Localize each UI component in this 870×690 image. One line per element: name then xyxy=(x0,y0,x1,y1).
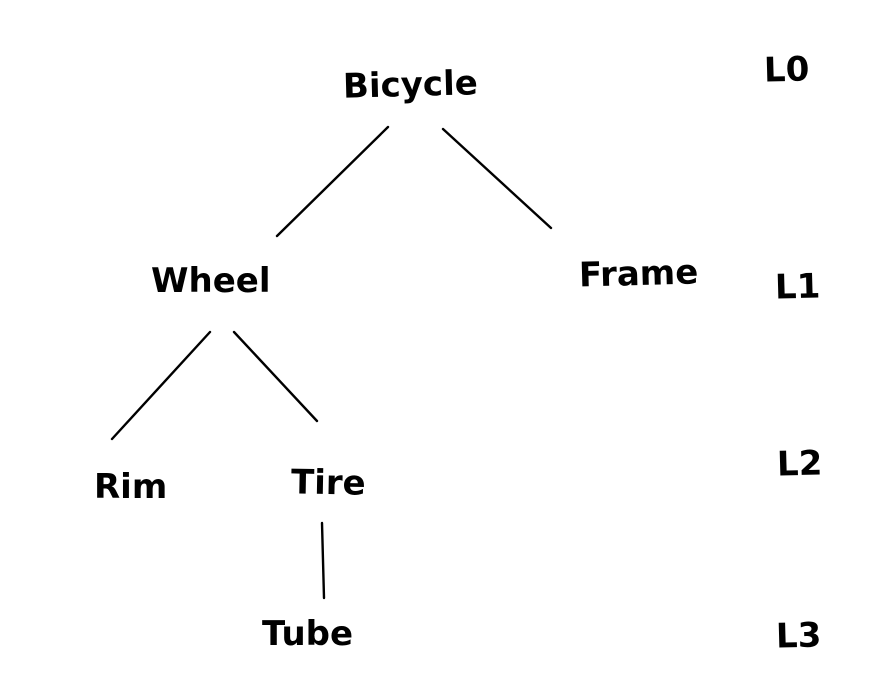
level-label-l3: L3 xyxy=(775,615,822,657)
node-wheel: Wheel xyxy=(151,261,271,301)
level-label-l2: L2 xyxy=(776,443,823,485)
node-tire: Tire xyxy=(290,462,367,504)
level-label-l1: L1 xyxy=(774,266,821,308)
edge-wheel-rim xyxy=(110,330,212,441)
edge-bicycle-wheel xyxy=(275,125,390,238)
edge-bicycle-frame xyxy=(441,127,553,230)
level-label-l0: L0 xyxy=(763,49,810,91)
edge-tire-tube xyxy=(320,521,326,600)
node-tube: Tube xyxy=(262,614,354,654)
node-bicycle: Bicycle xyxy=(342,63,479,107)
node-rim: Rim xyxy=(94,467,168,507)
node-frame: Frame xyxy=(578,252,699,296)
edge-wheel-tire xyxy=(232,330,319,423)
